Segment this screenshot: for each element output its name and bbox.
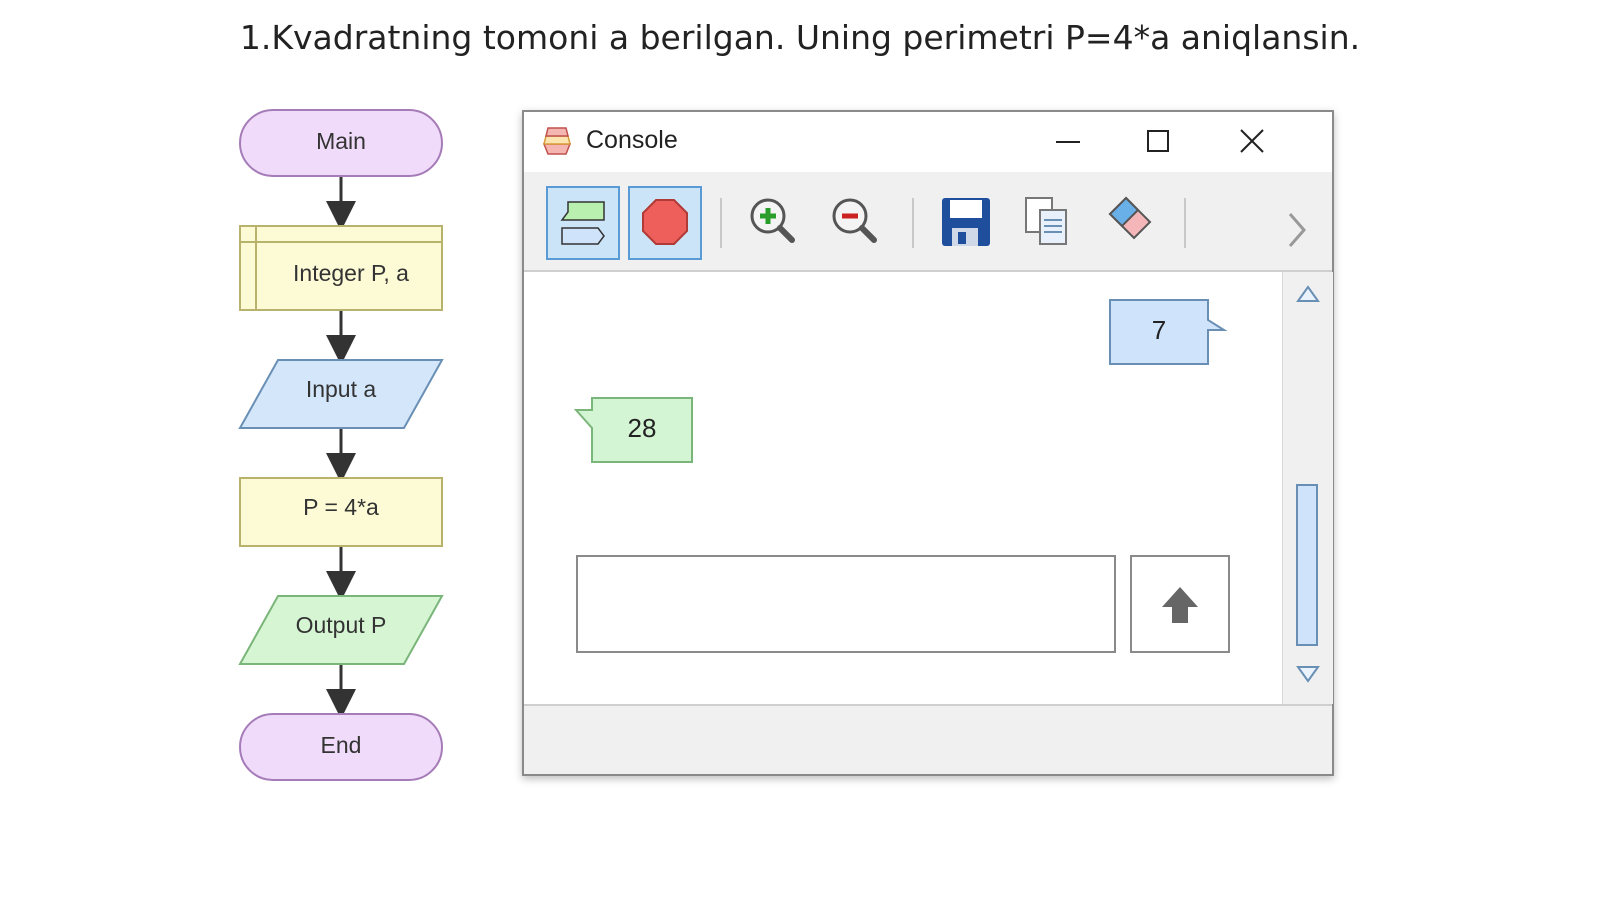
output-shape <box>238 595 444 665</box>
maximize-icon[interactable] <box>1136 122 1180 162</box>
console-input-field[interactable] <box>576 555 1116 653</box>
zoom-out-icon <box>832 198 877 243</box>
window-title: Console <box>586 126 678 154</box>
input-output-button[interactable] <box>546 186 620 260</box>
scroll-down-icon[interactable] <box>1295 664 1321 684</box>
declare-label: Integer P, a <box>293 260 409 286</box>
console-app-icon <box>542 127 572 155</box>
zoom-in-button[interactable] <box>738 186 812 260</box>
zoom-in-icon <box>750 198 795 243</box>
save-icon <box>942 198 990 246</box>
end-terminal <box>239 713 443 781</box>
slide-title: 1.Kvadratning tomoni a berilgan. Uning p… <box>239 18 1361 57</box>
close-icon[interactable] <box>1230 122 1274 162</box>
status-bar <box>524 704 1332 774</box>
eraser-icon <box>1108 196 1152 240</box>
stop-icon <box>642 199 688 245</box>
copy-icon <box>1025 197 1067 245</box>
console-output-area: 7 28 <box>524 272 1282 704</box>
assign-label: P = 4*a <box>303 494 379 520</box>
clear-button[interactable] <box>1094 186 1168 260</box>
declare-box <box>239 225 443 311</box>
flowchart: Main Integer P, a Input a P = 4*a Output… <box>238 108 444 788</box>
send-button[interactable] <box>1130 555 1230 653</box>
console-window: Console <box>522 110 1334 776</box>
assign-box <box>239 477 443 547</box>
input-label: Input a <box>305 376 377 402</box>
output-bubble <box>574 397 693 463</box>
vertical-scrollbar[interactable] <box>1282 272 1333 704</box>
stop-button[interactable] <box>628 186 702 260</box>
program-output-value: 28 <box>627 413 657 443</box>
input-bubble <box>1109 299 1228 365</box>
save-button[interactable] <box>930 186 1004 260</box>
scroll-up-icon[interactable] <box>1295 284 1321 304</box>
minimize-icon[interactable] <box>1046 122 1090 162</box>
chevron-right-icon[interactable] <box>1282 208 1312 252</box>
start-terminal <box>239 109 443 177</box>
input-shape <box>238 359 444 429</box>
copy-button[interactable] <box>1012 186 1086 260</box>
scroll-thumb[interactable] <box>1296 484 1318 646</box>
toolbar <box>524 172 1332 272</box>
start-label: Main <box>316 128 366 154</box>
input-output-icon <box>560 201 605 245</box>
arrow-up-icon <box>1162 587 1198 623</box>
zoom-out-button[interactable] <box>820 186 894 260</box>
end-label: End <box>320 732 362 758</box>
title-bar[interactable]: Console <box>524 112 1332 172</box>
output-label: Output P <box>295 612 387 638</box>
user-input-value: 7 <box>1151 315 1167 345</box>
